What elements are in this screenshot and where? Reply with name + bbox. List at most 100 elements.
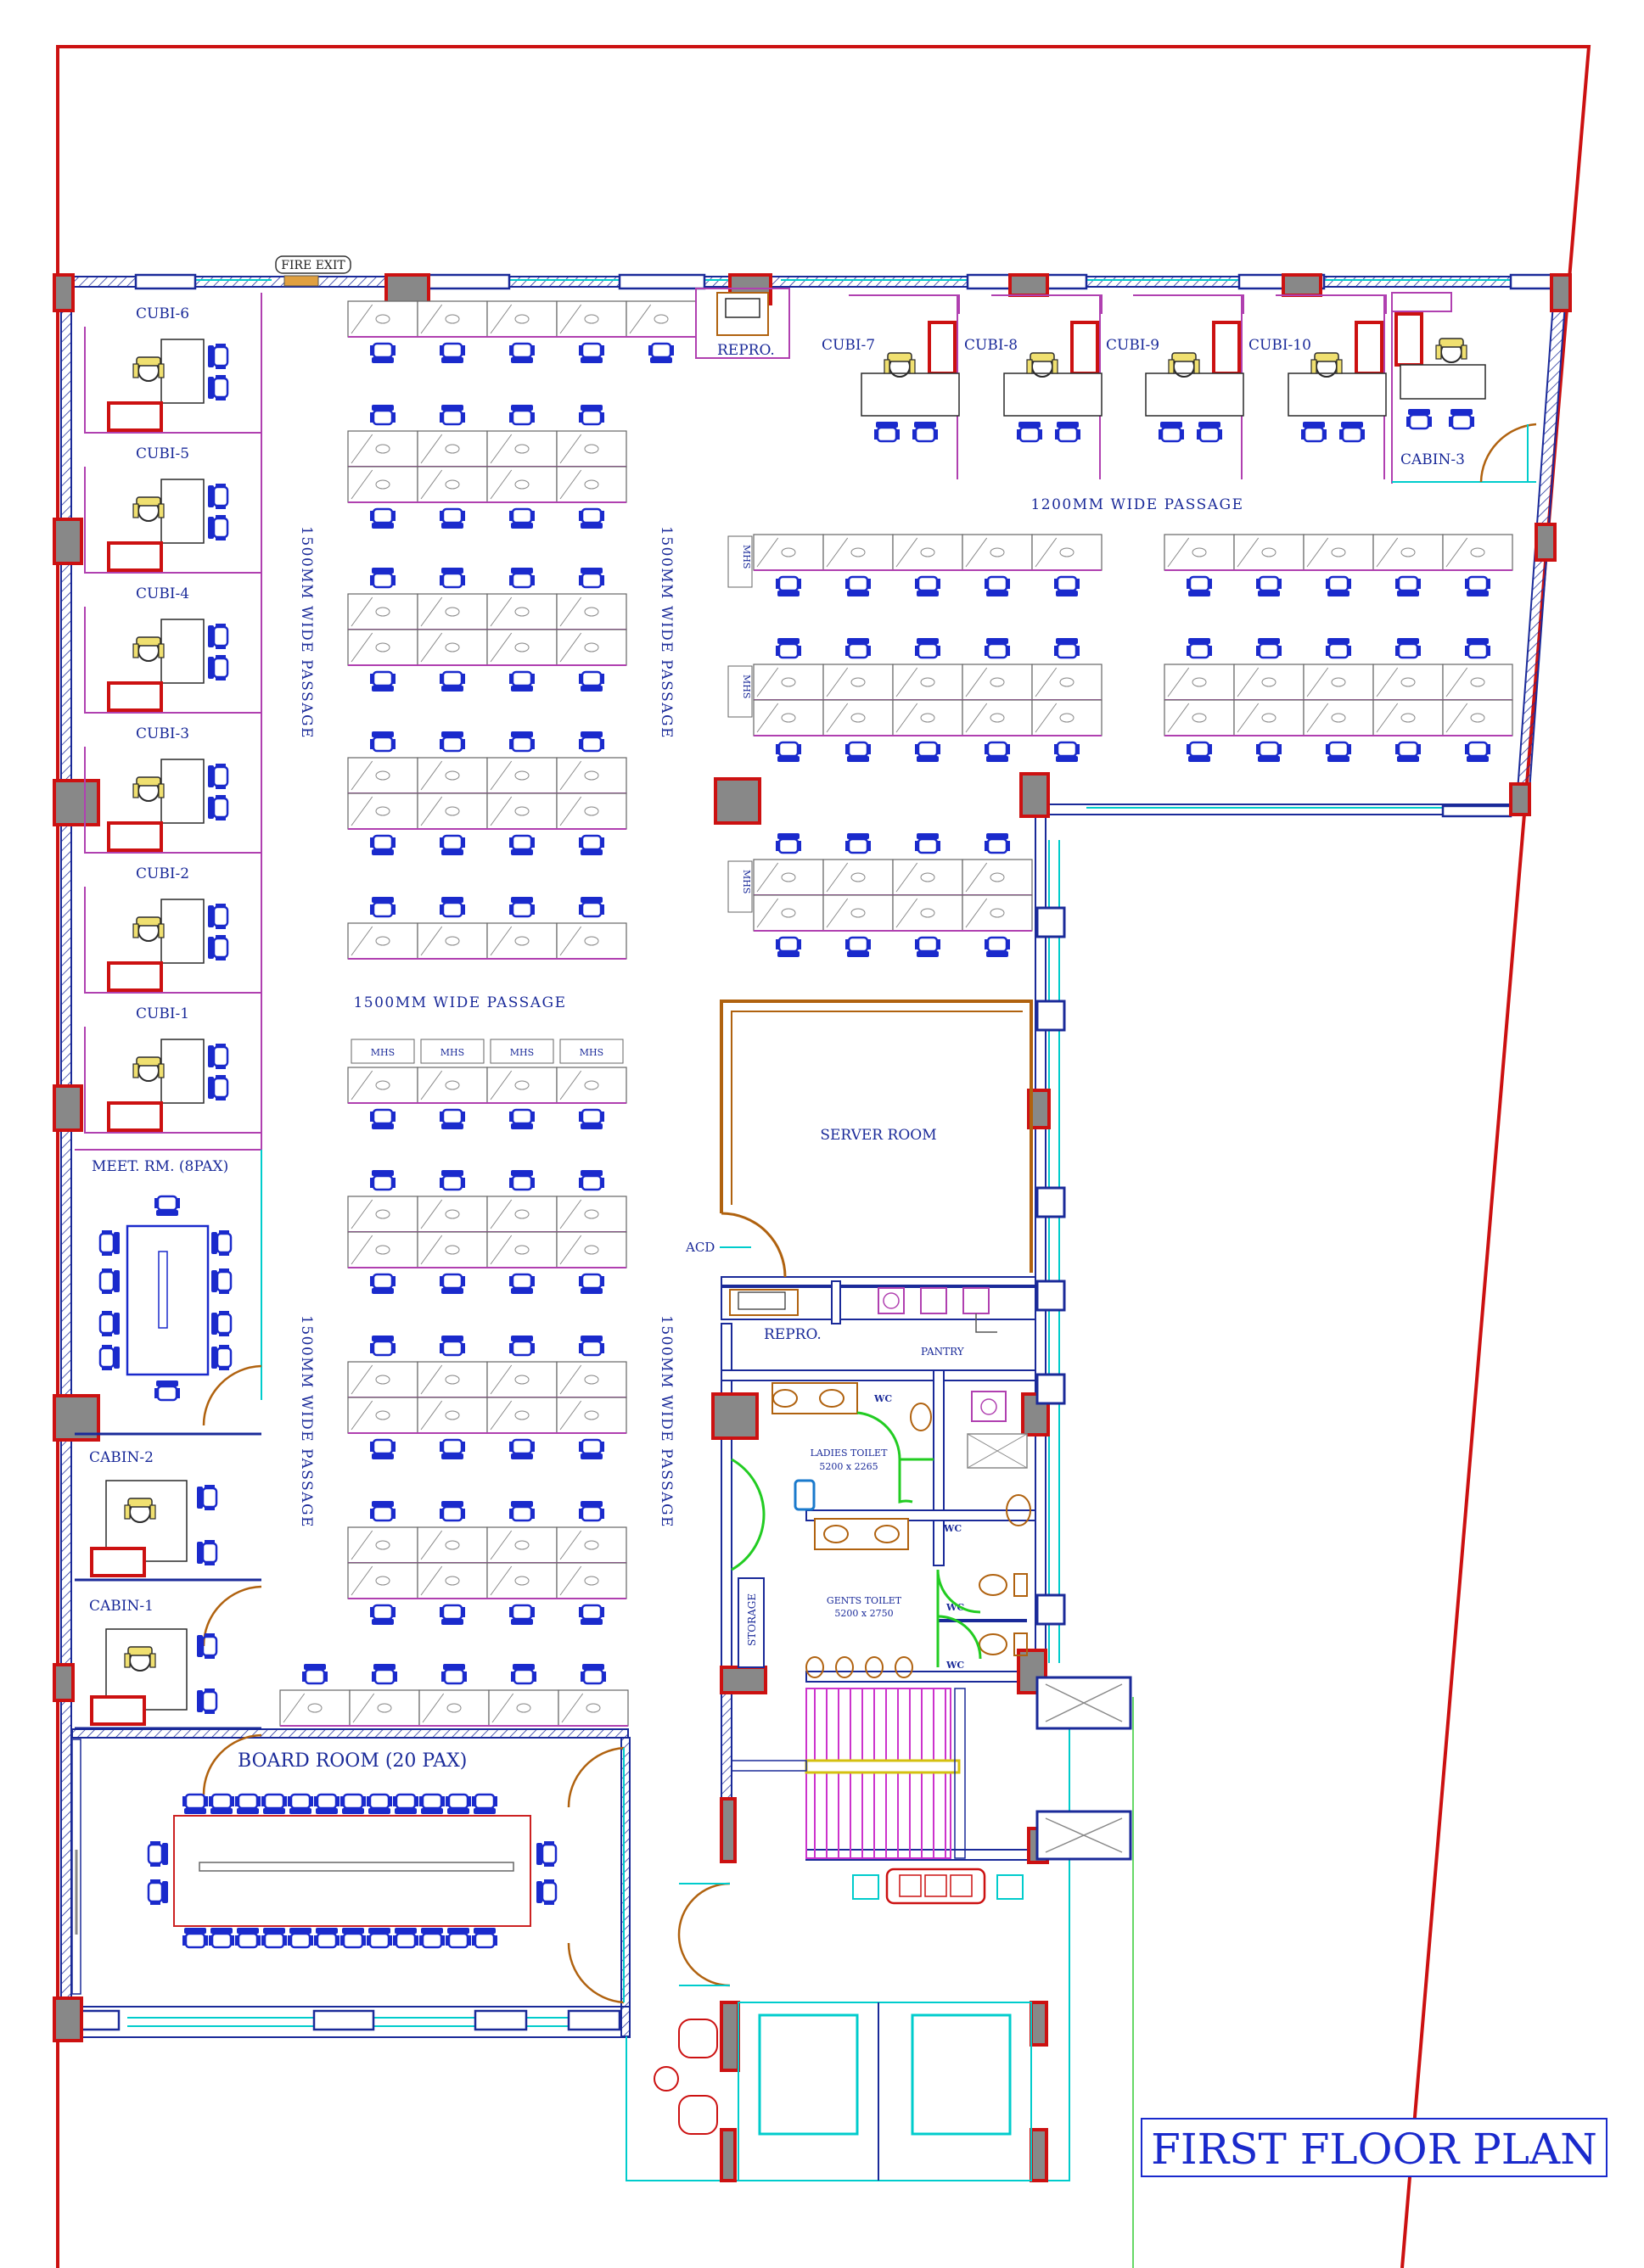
workstation-chair	[577, 1334, 606, 1357]
workstation-chair	[368, 1499, 397, 1522]
workstation-chair	[438, 1438, 467, 1461]
wc-label-mid: WC	[943, 1523, 962, 1534]
workstation-chair	[508, 1604, 536, 1627]
workstation-chair	[1463, 636, 1492, 659]
workstation-chair	[438, 670, 467, 693]
workstation-chair	[577, 1604, 606, 1627]
mhs-label: MHS	[580, 1047, 603, 1058]
exec-chair	[132, 636, 165, 662]
staircase	[731, 1688, 966, 1859]
workstation-chair	[438, 1168, 467, 1191]
visitor-chair	[206, 933, 229, 962]
workstation-chair	[579, 1662, 608, 1685]
exec-chair	[132, 1056, 165, 1082]
workstation-chair	[368, 403, 397, 426]
pantry-label: PANTRY	[921, 1346, 965, 1358]
workstation-chair	[508, 403, 536, 426]
workstation-chair	[1185, 636, 1214, 659]
workstation-chair	[508, 1499, 536, 1522]
board-chair	[181, 1793, 210, 1816]
board-chair	[312, 1793, 341, 1816]
board-chair	[535, 1878, 558, 1907]
workstation-chair	[440, 1662, 469, 1685]
workstation-chair	[774, 636, 803, 659]
workstation-chair	[844, 832, 872, 854]
workstation-chair	[370, 1662, 399, 1685]
visitor-chair	[1015, 420, 1044, 443]
visitor-chair	[206, 762, 229, 791]
workstation-chair	[438, 1273, 467, 1296]
board-chair	[207, 1926, 236, 1949]
workstation-chair	[577, 566, 606, 589]
board-chair	[339, 1793, 368, 1816]
workstation-chair	[1394, 741, 1422, 764]
workstation-chair	[368, 1168, 397, 1191]
workstation-chair	[368, 342, 397, 365]
workstation-chair	[844, 936, 872, 959]
cabin-1: CABIN-1	[75, 1598, 262, 1795]
workstation-chair	[1463, 741, 1492, 764]
lobby	[654, 1868, 1032, 2181]
workstation-chair	[1324, 575, 1353, 598]
workstation-chair	[913, 636, 942, 659]
board-chair	[444, 1793, 473, 1816]
cubicle-cubi-2: CUBI-2	[84, 865, 261, 994]
workstation-chair	[508, 834, 536, 857]
repro-pantry: REPRO. PANTRY	[721, 1280, 1036, 1358]
board-chair	[207, 1793, 236, 1816]
workstation-chair	[983, 636, 1012, 659]
visitor-chair	[1195, 420, 1224, 443]
workstation-chair	[438, 730, 467, 753]
workstation-chair	[368, 1273, 397, 1296]
wc-label-gents-1: WC	[945, 1602, 964, 1613]
repro-top-label: REPRO.	[717, 342, 775, 359]
workstation-chair	[1185, 575, 1214, 598]
board-room-label: BOARD ROOM (20 PAX)	[238, 1750, 467, 1772]
cubicle-label: CUBI-2	[136, 865, 189, 882]
board-chair	[470, 1793, 499, 1816]
workstation-chair	[577, 507, 606, 530]
cubicle-cubi-10: CUBI-10	[1248, 294, 1387, 479]
workstation-chair	[438, 566, 467, 589]
visitor-chair	[195, 1687, 218, 1716]
meeting-room: MEET. RM. (8PAX)	[75, 1150, 262, 1436]
workstation-chair	[438, 342, 467, 365]
workstation-chair	[508, 1168, 536, 1191]
workstation-chair	[508, 507, 536, 530]
fire-exit-label: FIRE EXIT	[281, 259, 345, 272]
workstation-chair	[913, 575, 942, 598]
workstation-chair	[508, 342, 536, 365]
visitor-chair	[206, 342, 229, 371]
workstation-chair	[1052, 741, 1081, 764]
visitor-chair	[911, 420, 940, 443]
board-chair	[391, 1926, 420, 1949]
gents-toilet-label: GENTS TOILET	[827, 1595, 902, 1606]
board-chair	[339, 1926, 368, 1949]
workstation-chair	[983, 575, 1012, 598]
visitor-chair	[206, 793, 229, 822]
mhs-label: MHS	[510, 1047, 534, 1058]
title-block: FIRST FLOOR PLAN	[1141, 2118, 1608, 2177]
fire-exit-sign: FIRE EXIT	[275, 255, 351, 287]
workstation-chair	[844, 636, 872, 659]
cubicle-label: CUBI-4	[136, 585, 189, 602]
workstation-chair	[508, 895, 536, 918]
cubicle-cubi-7: CUBI-7	[822, 294, 960, 479]
workstation-chair	[577, 670, 606, 693]
visitor-chair	[195, 1632, 218, 1660]
workstation-chair	[438, 403, 467, 426]
board-room: BOARD ROOM (20 PAX)	[71, 1739, 625, 2004]
meeting-room-label: MEET. RM. (8PAX)	[92, 1158, 228, 1175]
board-chair	[312, 1926, 341, 1949]
board-chair	[418, 1926, 446, 1949]
visitor-chair	[206, 653, 229, 682]
workstation-chair	[577, 1273, 606, 1296]
workstation-chair	[509, 1662, 538, 1685]
acd-label: ACD	[685, 1240, 715, 1255]
workstation-chair	[368, 730, 397, 753]
workstation-chair	[913, 832, 942, 854]
